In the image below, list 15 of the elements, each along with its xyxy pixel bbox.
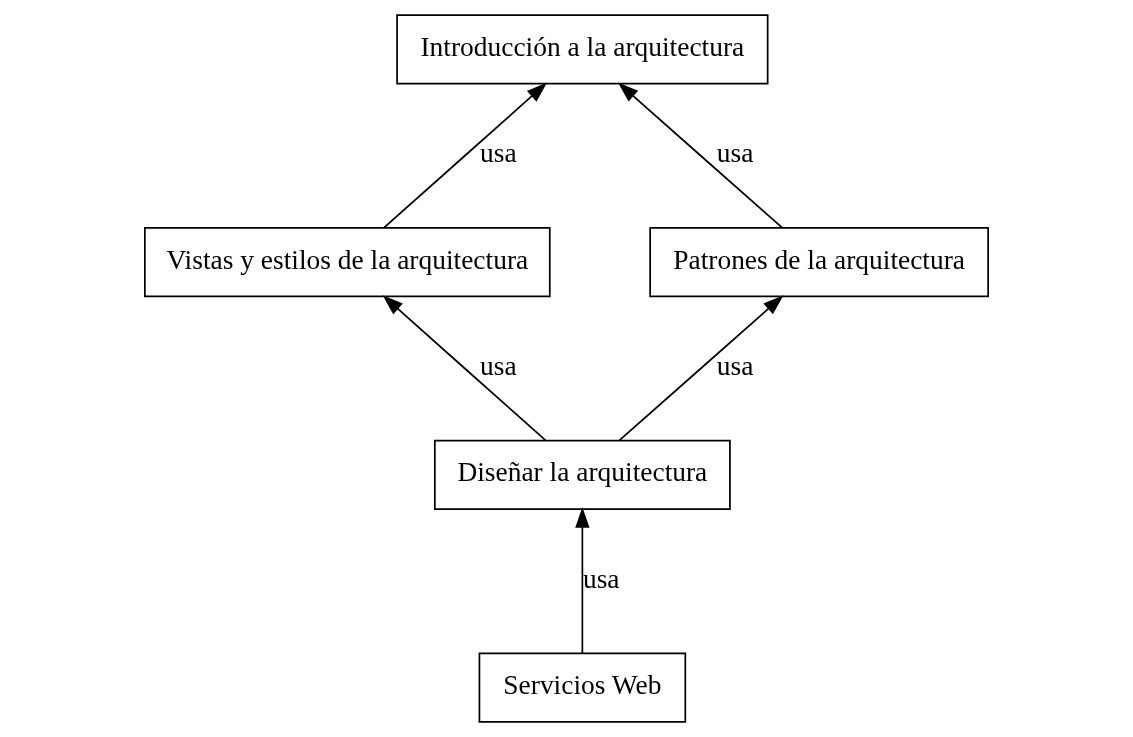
edge-label: usa bbox=[582, 563, 620, 594]
arrow bbox=[383, 82, 548, 229]
arrow bbox=[618, 295, 784, 442]
arrow bbox=[382, 295, 547, 442]
node-box: Diseñar la arquitectura bbox=[433, 439, 731, 511]
edge-label: usa bbox=[480, 351, 517, 382]
edge-label: usa bbox=[716, 138, 754, 169]
arrow bbox=[575, 507, 590, 655]
edge-label: usa bbox=[480, 138, 517, 169]
node-box: Patrones de la arquitectura bbox=[649, 226, 989, 298]
node-box: Servicios Web bbox=[478, 652, 687, 723]
node-box: Introducción a la arquitectura bbox=[396, 14, 769, 85]
arrow bbox=[617, 82, 783, 229]
node-box: Vistas y estilos de la arquitectura bbox=[144, 226, 551, 298]
edge-label: usa bbox=[716, 351, 754, 382]
